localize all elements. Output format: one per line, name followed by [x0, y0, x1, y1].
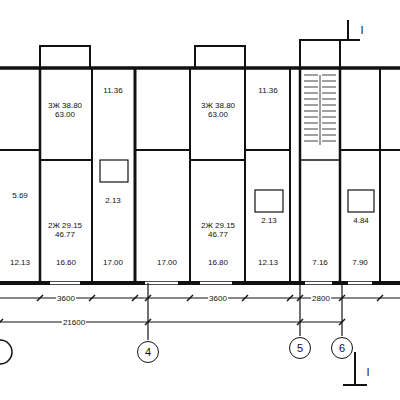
stroke: [322, 129, 336, 130]
stroke: [322, 141, 336, 142]
dimension: 21600: [62, 318, 86, 327]
stroke: [304, 75, 318, 76]
stroke: [322, 135, 336, 136]
room-stamp: 3Ж 38.80 63.00: [198, 101, 238, 119]
room-area: 5.69: [12, 191, 28, 200]
stroke: [304, 111, 318, 112]
axis-number: 5: [297, 342, 303, 354]
stroke: [304, 87, 318, 88]
room-area: 11.36: [103, 86, 122, 95]
stroke: [37, 295, 43, 301]
stroke: [322, 99, 336, 100]
stroke: [322, 81, 336, 82]
room-stamp: 3Ж 38.80 63.00: [45, 101, 85, 119]
stroke: [322, 111, 336, 112]
stroke: [322, 87, 336, 88]
stroke: [287, 295, 293, 301]
axis-circle: 5: [289, 337, 311, 359]
stroke: [320, 75, 321, 145]
stroke: [322, 117, 336, 118]
room-area: 12.13: [10, 258, 30, 267]
room-area: 7.16: [312, 258, 328, 267]
room-stamp: 2Ж 29.15 46.77: [45, 221, 85, 239]
room-area: 17.00: [157, 258, 177, 267]
stroke: [339, 295, 345, 301]
stroke: [339, 319, 345, 325]
section-mark: I: [366, 366, 369, 378]
stroke: [89, 295, 95, 301]
stroke: [304, 123, 318, 124]
stroke: [145, 295, 151, 301]
dimension: 3600: [56, 294, 76, 303]
dimension: 3600: [208, 294, 228, 303]
stroke: [304, 81, 318, 82]
room-area: 16.60: [56, 258, 76, 267]
stroke: [322, 123, 336, 124]
stroke: [145, 319, 151, 325]
stroke: [0, 319, 3, 325]
stroke: [377, 295, 383, 301]
room-stamp: 2Ж 29.15 46.77: [198, 221, 238, 239]
stroke: [297, 295, 303, 301]
axis-circle: 6: [331, 337, 353, 359]
dimension: 2800: [311, 294, 331, 303]
room-area: 2.13: [261, 216, 277, 225]
room-area: 16.80: [208, 258, 228, 267]
room-area: 17.00: [103, 258, 123, 267]
axis-number: 4: [145, 346, 151, 358]
axis-circle: 4: [137, 341, 159, 363]
section-mark: I: [360, 24, 363, 36]
axis-number: 6: [339, 342, 345, 354]
stroke: [304, 117, 318, 118]
stroke: [132, 295, 138, 301]
stroke: [304, 99, 318, 100]
stroke: [304, 129, 318, 130]
stroke: [242, 295, 248, 301]
stroke: [322, 93, 336, 94]
room-area: 12.13: [258, 258, 278, 267]
stroke: [304, 141, 318, 142]
room-area: 11.36: [258, 86, 277, 95]
stroke: [322, 105, 336, 106]
room-area: 2.13: [105, 196, 121, 205]
stroke: [322, 75, 336, 76]
stroke: [187, 295, 193, 301]
room-area: 4.84: [353, 216, 369, 225]
stroke: [297, 319, 303, 325]
stroke: [304, 135, 318, 136]
stroke: [304, 105, 318, 106]
room-area: 7.90: [352, 258, 368, 267]
stroke: [304, 93, 318, 94]
